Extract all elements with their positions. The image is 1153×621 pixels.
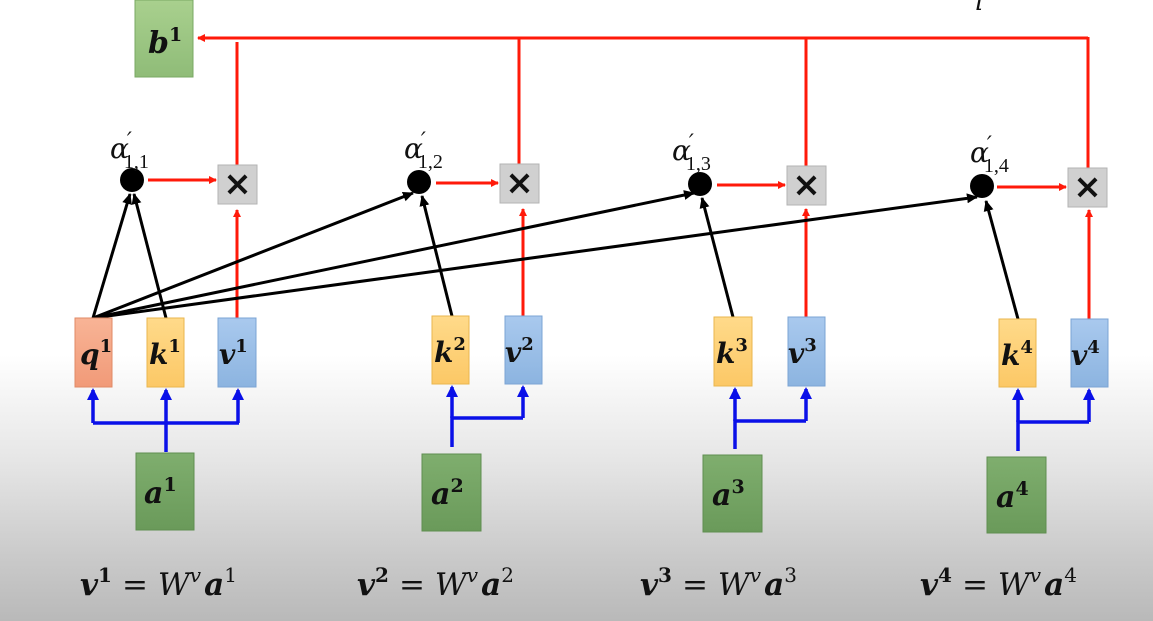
multiply-box xyxy=(217,164,258,205)
key-k2: k2 xyxy=(431,315,470,385)
multiply-box xyxy=(786,165,827,206)
projection-arrows xyxy=(87,385,1095,452)
input-label: a2 xyxy=(431,475,464,512)
output-label: b1 xyxy=(148,24,182,61)
multiply-icon: × xyxy=(223,164,252,204)
key-label: k3 xyxy=(716,335,748,370)
key-box xyxy=(998,318,1037,388)
key-box xyxy=(431,315,470,385)
score-dot xyxy=(970,174,994,198)
value-box xyxy=(787,316,826,387)
column-3: k3 v3 a3 xyxy=(702,316,826,533)
input-a1: a1 xyxy=(135,452,195,531)
input-box xyxy=(135,452,195,531)
query-box xyxy=(74,317,113,388)
key-label: k2 xyxy=(434,334,466,369)
score-label: α′1,3 xyxy=(672,131,711,175)
column-1: q1 k1 v1 a1 xyxy=(74,317,257,531)
k2-to-score2-arrow xyxy=(419,195,454,317)
equation-3: v3=Wva3 xyxy=(640,563,797,603)
multiply-icon: × xyxy=(505,163,534,203)
key-k1: k1 xyxy=(146,317,185,388)
a3-branch xyxy=(733,419,806,449)
multiply-icon: × xyxy=(1073,167,1102,207)
input-box xyxy=(421,453,482,532)
q1-to-score2-arrow xyxy=(92,191,414,320)
query-label: q1 xyxy=(80,336,112,371)
value-label: v3 xyxy=(788,335,817,370)
attention-score-1: α′1,1 xyxy=(110,129,149,192)
input-a4: a4 xyxy=(986,456,1047,534)
input-label: a1 xyxy=(144,474,177,511)
key-box xyxy=(146,317,185,388)
value-v2: v2 xyxy=(504,315,543,385)
input-box xyxy=(702,454,763,533)
input-label: a3 xyxy=(712,476,745,513)
value-label: v1 xyxy=(219,336,248,371)
value-box xyxy=(1070,318,1109,388)
weighted-sum-lines xyxy=(148,34,1093,319)
attention-arrows xyxy=(91,190,1020,320)
score-dot xyxy=(120,168,144,192)
key-k4: k4 xyxy=(998,318,1037,388)
column-2: k2 v2 a2 xyxy=(421,315,543,532)
key-k3: k3 xyxy=(713,316,753,387)
attention-score-4: α′1,4 xyxy=(970,133,1009,198)
score-label: α′1,2 xyxy=(404,129,443,173)
input-a3: a3 xyxy=(702,454,763,533)
attention-score-3: α′1,3 xyxy=(672,131,712,196)
output-b1: b1 xyxy=(134,0,194,78)
multiply-node-2: × xyxy=(499,163,540,204)
value-box xyxy=(217,317,257,388)
multiply-node-4: × xyxy=(1067,167,1108,208)
k3-to-score3-arrow xyxy=(699,197,735,318)
multiply-node-3: × xyxy=(786,165,827,206)
equation-4: v4=Wva4 xyxy=(920,563,1077,603)
value-v3: v3 xyxy=(787,316,826,387)
equation-1: v1=Wva1 xyxy=(80,563,237,603)
value-v4: v4 xyxy=(1070,318,1109,388)
multiply-icon: × xyxy=(792,165,821,205)
score-label: α′1,4 xyxy=(970,133,1009,177)
multiply-box xyxy=(1067,167,1108,208)
k1-to-score1-arrow xyxy=(131,193,168,319)
k4-to-score4-arrow xyxy=(983,200,1020,320)
key-label: k4 xyxy=(1001,337,1033,372)
a2-branch xyxy=(450,416,523,447)
attention-score-2: α′1,2 xyxy=(404,129,443,194)
column-4: k4 v4 a4 xyxy=(986,318,1109,534)
input-box xyxy=(986,456,1047,534)
key-label: k1 xyxy=(149,336,181,371)
q1-to-score1-arrow xyxy=(91,193,132,319)
a4-branch xyxy=(1016,420,1089,451)
value-label: v2 xyxy=(505,334,534,369)
multiply-box xyxy=(499,163,540,204)
query-q1: q1 xyxy=(74,317,113,388)
input-label: a4 xyxy=(996,478,1029,515)
input-a2: a2 xyxy=(421,453,482,532)
score-dot xyxy=(407,170,431,194)
q1-to-score3-arrow xyxy=(92,190,695,320)
value-v1: v1 xyxy=(217,317,257,388)
value-label: v4 xyxy=(1071,337,1100,372)
q1-to-score4-arrow xyxy=(92,193,978,320)
score-label: α′1,1 xyxy=(110,129,149,173)
multiply-node-1: × xyxy=(217,164,258,205)
equations: v1=Wva1 v2=Wva2 v3=Wva3 v4=Wva4 xyxy=(80,563,1077,603)
equation-2: v2=Wva2 xyxy=(357,563,514,603)
output-box xyxy=(134,0,194,78)
score-dot xyxy=(688,172,712,196)
title-fragment: i xyxy=(975,0,983,17)
value-box xyxy=(504,315,543,385)
key-box xyxy=(713,316,753,387)
